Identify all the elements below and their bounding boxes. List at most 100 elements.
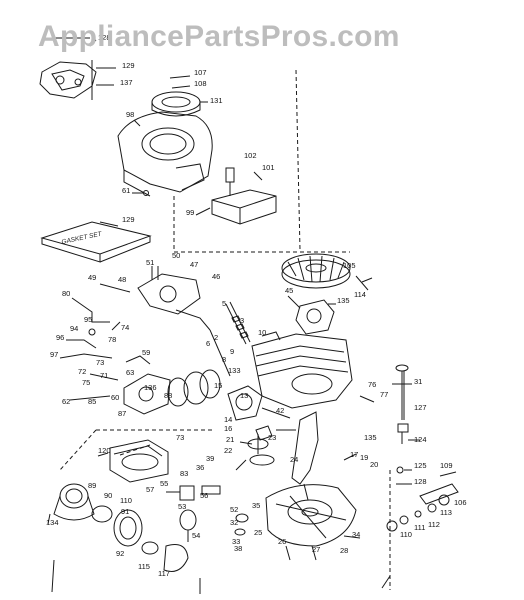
cylinder-block [227, 333, 353, 421]
part-label-15: 15 [214, 381, 222, 390]
part-label-51: 51 [146, 258, 154, 267]
part-label-39: 39 [206, 454, 214, 463]
part-label-108: 108 [194, 79, 207, 88]
part-label-63: 63 [126, 368, 134, 377]
part-label-19: 19 [360, 453, 368, 462]
part-label-117: 117 [158, 569, 170, 578]
part-label-17: 17 [350, 450, 358, 459]
part-label-56: 56 [200, 491, 208, 500]
part-label-124: 124 [414, 435, 427, 444]
part-label-77: 77 [380, 390, 388, 399]
part-label-3: 3 [240, 316, 244, 325]
leader-lines [51, 439, 420, 594]
part-label-46: 46 [212, 272, 220, 281]
part-label-137: 137 [120, 78, 133, 87]
ring-part-131 [151, 75, 208, 117]
part-label-106: 106 [454, 498, 467, 507]
part-label-73: 73 [176, 433, 184, 442]
piston-rod [239, 434, 275, 466]
part-label-95: 95 [84, 315, 92, 324]
part-label-14: 14 [224, 415, 232, 424]
part-label-22: 22 [224, 446, 232, 455]
part-label-45: 45 [285, 286, 293, 295]
part-label-111: 111 [414, 523, 425, 532]
part-label-85: 85 [88, 397, 96, 406]
crankshaft-24 [255, 411, 319, 501]
part-label-25: 25 [254, 528, 262, 537]
part-label-110: 110 [120, 496, 132, 505]
part-label-36: 36 [196, 463, 204, 472]
part-label-98: 98 [126, 110, 134, 119]
part-label-54: 54 [192, 531, 200, 540]
gasket-set-text: GASKET SET [61, 230, 103, 246]
part-label-47: 47 [190, 260, 198, 269]
part-label-60: 60 [111, 393, 119, 402]
part-label-99: 99 [186, 208, 194, 217]
part-label-136: 136 [144, 383, 157, 392]
part-label-129: 129 [122, 215, 135, 224]
muffler-99 [195, 167, 277, 225]
part-label-127: 127 [414, 403, 427, 412]
part-label-20: 20 [370, 460, 378, 469]
part-label-75: 75 [82, 378, 90, 387]
control-assembly-136 [69, 355, 221, 415]
dipstick-31 [359, 364, 412, 485]
part-label-48: 48 [118, 275, 126, 284]
part-label-42: 42 [276, 406, 284, 415]
part-label-59: 59 [142, 348, 150, 357]
part-label-128: 128 [414, 477, 427, 486]
small-parts-52-57 [166, 459, 249, 542]
part-label-49: 49 [88, 273, 96, 282]
magneto-135 [287, 295, 336, 335]
part-label-96: 96 [56, 333, 64, 342]
part-label-33: 33 [232, 537, 240, 546]
part-label-53: 53 [178, 502, 186, 511]
part-label-89: 89 [88, 481, 96, 490]
part-label-131: 131 [210, 96, 223, 105]
part-label-73: 73 [96, 358, 104, 367]
part-label-5: 5 [222, 299, 226, 308]
part-label-62: 62 [62, 397, 70, 406]
part-label-87: 87 [118, 409, 126, 418]
part-label-74: 74 [121, 323, 129, 332]
part-label-110: 110 [400, 530, 412, 539]
part-label-91: 91 [121, 507, 129, 516]
oil-base-25 [265, 484, 361, 561]
part-label-107: 107 [194, 68, 207, 77]
part-label-24: 24 [290, 455, 298, 464]
part-label-102: 102 [244, 151, 257, 160]
part-label-109: 109 [440, 461, 453, 470]
flywheel-105 [281, 253, 373, 291]
part-label-13: 13 [240, 391, 248, 400]
part-label-83: 83 [180, 469, 188, 478]
air-cleaner-120 [97, 439, 169, 483]
part-label-23: 23 [268, 433, 276, 442]
part-label-133: 133 [228, 366, 241, 375]
part-label-61: 61 [122, 186, 130, 195]
part-label-134: 134 [46, 518, 59, 527]
part-label-128: 128 [98, 33, 111, 42]
dashed-leaders [59, 69, 391, 590]
part-label-113: 113 [440, 508, 452, 517]
part-label-97: 97 [50, 350, 58, 359]
part-label-78: 78 [108, 335, 116, 344]
part-label-125: 125 [414, 461, 427, 470]
part-label-120: 120 [98, 446, 111, 455]
linkage-80 [59, 297, 121, 359]
part-label-71: 71 [100, 371, 108, 380]
part-label-26: 26 [278, 537, 286, 546]
part-label-129: 129 [122, 61, 135, 70]
part-label-135: 135 [364, 433, 377, 442]
part-label-112: 112 [428, 520, 440, 529]
part-label-6: 6 [206, 339, 210, 348]
part-label-88: 88 [164, 391, 172, 400]
part-label-21: 21 [226, 435, 234, 444]
starter-assembly [47, 483, 189, 572]
part-label-76: 76 [368, 380, 376, 389]
part-label-28: 28 [340, 546, 348, 555]
part-label-35: 35 [252, 501, 260, 510]
bracket-part-128 [39, 37, 116, 100]
part-label-90: 90 [104, 491, 112, 500]
